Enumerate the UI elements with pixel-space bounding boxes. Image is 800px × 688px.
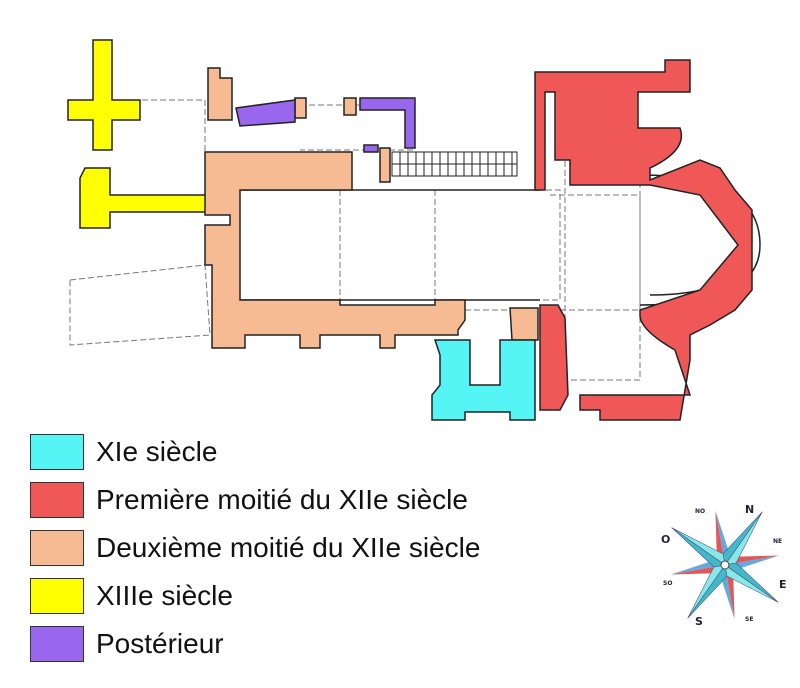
compass-rose: N NE E SE S SO O NO xyxy=(661,503,787,628)
compass-label-se: SE xyxy=(745,616,753,623)
legend-swatch xyxy=(30,482,84,518)
compass-label-ne: NE xyxy=(773,538,782,545)
compass-label-e: E xyxy=(779,578,787,591)
legend-label: XIIIe siècle xyxy=(96,580,233,611)
staircase xyxy=(391,151,518,177)
compass-label-s: S xyxy=(695,615,703,628)
legend-swatch xyxy=(30,530,84,566)
compass-main-star xyxy=(671,511,779,619)
legend-item-later: Postérieur xyxy=(30,620,480,668)
legend-label: XIe siècle xyxy=(96,436,218,467)
zone-13th-century xyxy=(67,39,213,229)
legend-item-first-half-12th-century: Première moitié du XIIe siècle xyxy=(30,476,480,524)
legend: XIe siècle Première moitié du XIIe siècl… xyxy=(30,428,480,668)
legend-item-13th-century: XIIIe siècle xyxy=(30,572,480,620)
plan-solid-lines xyxy=(240,174,761,306)
legend-swatch xyxy=(30,434,84,470)
compass-label-n: N xyxy=(745,503,754,516)
legend-label: Postérieur xyxy=(96,628,224,659)
compass-label-so: SO xyxy=(663,580,672,587)
zone-first-half-12th-century xyxy=(534,59,753,421)
legend-item-11th-century: XIe siècle xyxy=(30,428,480,476)
zone-second-half-12th-century xyxy=(204,67,539,349)
legend-label: Première moitié du XIIe siècle xyxy=(96,484,468,515)
zone-later xyxy=(235,97,416,153)
legend-swatch xyxy=(30,626,84,662)
compass-label-no: NO xyxy=(695,508,705,515)
legend-label: Deuxième moitié du XIIe siècle xyxy=(96,532,481,563)
legend-item-second-half-12th-century: Deuxième moitié du XIIe siècle xyxy=(30,524,480,572)
compass-label-o: O xyxy=(661,533,670,546)
zone-11th-century xyxy=(431,339,536,421)
legend-swatch xyxy=(30,578,84,614)
